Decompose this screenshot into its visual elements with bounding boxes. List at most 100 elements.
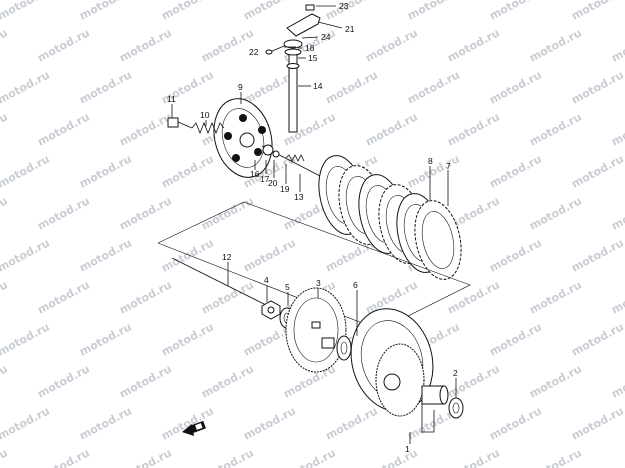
- watermark-text: motod.ru: [445, 278, 502, 316]
- watermark-text: motod.ru: [0, 446, 10, 468]
- spring-bolt: [167, 117, 193, 129]
- watermark-text: motod.ru: [609, 110, 625, 148]
- push-rod: [171, 257, 269, 307]
- watermark-text: motod.ru: [35, 110, 92, 148]
- thrust-washer: [336, 335, 352, 361]
- callout-14: 14: [313, 81, 323, 91]
- watermark-text: motod.ru: [323, 0, 380, 23]
- callout-11: 11: [167, 94, 176, 104]
- watermark-text: motod.ru: [487, 404, 544, 442]
- callout-18: 18: [305, 43, 315, 53]
- callout-10: 10: [200, 110, 210, 120]
- callout-12: 12: [222, 252, 232, 262]
- watermark-text: motod.ru: [609, 362, 625, 400]
- watermark-text: motod.ru: [609, 446, 625, 468]
- watermark-text: motod.ru: [35, 26, 92, 64]
- callout-4: 4: [264, 275, 269, 285]
- callout-3: 3: [316, 278, 321, 288]
- watermark-text: motod.ru: [199, 278, 256, 316]
- watermark-text: motod.ru: [117, 446, 174, 468]
- watermark-text: motod.ru: [35, 278, 92, 316]
- watermark-text: motod.ru: [159, 404, 216, 442]
- watermark-text: motod.ru: [159, 152, 216, 190]
- callout-16: 16: [250, 169, 260, 179]
- watermark-text: motod.ru: [77, 404, 134, 442]
- clutch-nut: [261, 300, 281, 320]
- watermark-text: motod.ru: [487, 0, 544, 23]
- release-rod-assembly: [261, 144, 321, 177]
- watermark-text: motod.ru: [527, 26, 584, 64]
- watermark-text: motod.ru: [241, 0, 298, 23]
- watermark-text: motod.ru: [0, 194, 10, 232]
- watermark-text: motod.ru: [0, 26, 10, 64]
- watermark-text: motod.ru: [569, 404, 625, 442]
- callout-22: 22: [249, 47, 259, 57]
- watermark-text: motod.ru: [117, 26, 174, 64]
- watermark-text: motod.ru: [241, 404, 298, 442]
- watermark-text: motod.ru: [0, 362, 10, 400]
- callout-labels: 1 2 3 4 5 6 7 8 9 10 11 12 13 14 15 16 1…: [167, 1, 458, 454]
- sleeve-hub: [285, 287, 347, 373]
- callout-2: 2: [453, 368, 458, 378]
- watermark-text: motod.ru: [281, 446, 338, 468]
- callout-7: 7: [446, 161, 451, 171]
- watermark-text: motod.ru: [35, 194, 92, 232]
- watermark-text: motod.ru: [609, 194, 625, 232]
- watermark-text: motod.ru: [569, 320, 625, 358]
- watermark-text: motod.ru: [405, 68, 462, 106]
- watermark-text: motod.ru: [117, 194, 174, 232]
- watermark-text: motod.ru: [117, 278, 174, 316]
- watermark-text: motod.ru: [77, 0, 134, 23]
- watermark-text: motod.ru: [199, 194, 256, 232]
- callout-6: 6: [353, 280, 358, 290]
- watermark-text: motod.ru: [0, 68, 52, 106]
- pressure-plate: [213, 98, 273, 178]
- watermark-text: motod.ru: [609, 278, 625, 316]
- watermark-text: motod.ru: [77, 236, 134, 274]
- watermark-text: motod.ru: [199, 362, 256, 400]
- callout-17: 17: [260, 174, 270, 184]
- watermark-text: motod.ru: [569, 0, 625, 23]
- watermark-text: motod.ru: [445, 26, 502, 64]
- watermark-text: motod.ru: [527, 110, 584, 148]
- watermark-text: motod.ru: [35, 446, 92, 468]
- watermark-text: motod.ru: [77, 152, 134, 190]
- callout-23: 23: [339, 1, 349, 11]
- watermark-text: motod.ru: [159, 0, 216, 23]
- watermark-text: motod.ru: [445, 446, 502, 468]
- watermark-text: motod.ru: [159, 320, 216, 358]
- watermark-text: motod.ru: [241, 236, 298, 274]
- watermark-text: motod.ru: [159, 236, 216, 274]
- watermark-text: motod.ru: [0, 278, 10, 316]
- watermark-text: motod.ru: [199, 446, 256, 468]
- watermark-text: motod.ru: [527, 362, 584, 400]
- watermark-text: motod.ru: [323, 404, 380, 442]
- watermark-text: motod.ru: [405, 152, 462, 190]
- watermark-text: motod.ru: [117, 110, 174, 148]
- watermark-text: motod.ru: [527, 194, 584, 232]
- watermark-text: motod.ru: [487, 68, 544, 106]
- release-shaft: [283, 39, 303, 133]
- watermark-text: motod.ru: [527, 278, 584, 316]
- clutch-plates: [318, 155, 462, 280]
- watermark-text: motod.ru: [569, 68, 625, 106]
- clutch-spring: [191, 121, 225, 135]
- watermark-text: motod.ru: [77, 68, 134, 106]
- watermark-text: motod.ru: [487, 236, 544, 274]
- clutch-housing: [350, 308, 434, 417]
- watermark-text: motod.ru: [569, 236, 625, 274]
- callout-1: 1: [405, 444, 410, 454]
- front-arrow-icon: [182, 420, 206, 436]
- watermark-text: motod.ru: [363, 110, 420, 148]
- watermark-text: motod.ru: [35, 362, 92, 400]
- watermark-text: motod.ru: [487, 320, 544, 358]
- watermark-text: motod.ru: [363, 26, 420, 64]
- leader-lines: [171, 5, 457, 444]
- watermark-text: motod.ru: [487, 152, 544, 190]
- callout-15: 15: [308, 53, 318, 63]
- callout-21: 21: [345, 24, 355, 34]
- watermark-text: motod.ru: [0, 110, 10, 148]
